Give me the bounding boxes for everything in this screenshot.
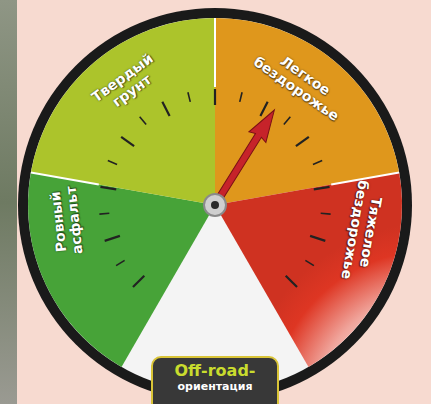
band-wedge	[31, 18, 215, 205]
band-wedge	[215, 173, 402, 367]
gauge-face	[28, 18, 402, 392]
band-divider	[214, 18, 216, 87]
band-wedge	[215, 18, 399, 205]
needle-pivot	[204, 194, 226, 216]
box-heading: Off-road-	[153, 362, 277, 380]
caption-box: Off-road-ориентация	[151, 356, 279, 404]
scale-tick	[214, 89, 216, 105]
box-body: ориентация	[153, 380, 277, 393]
pivot-center	[211, 201, 219, 209]
photo-strip	[0, 0, 17, 404]
gauge-bezel	[18, 8, 412, 402]
